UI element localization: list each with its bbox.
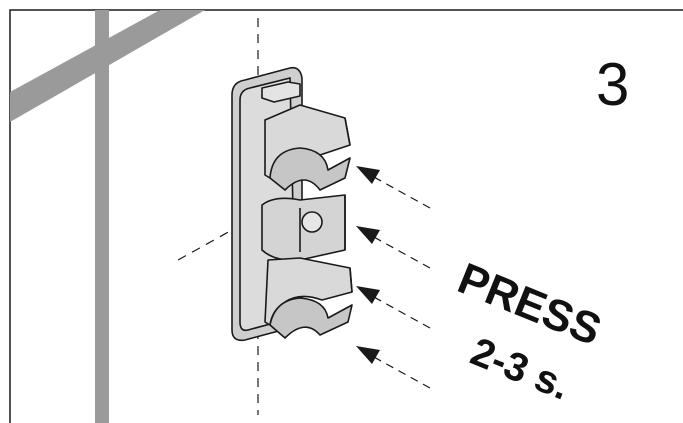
frame-border [9,9,683,423]
step-number: 3 [596,51,629,118]
instruction-press: PRESS [451,254,608,355]
press-arrows [356,166,431,389]
press-arrow [356,286,431,329]
press-arrow [356,166,431,209]
wall-frame [10,10,205,423]
hub-circle [301,211,323,233]
clip-part [231,66,353,342]
press-arrow [356,346,431,389]
top-tab [261,81,301,103]
press-arrow [356,226,431,269]
